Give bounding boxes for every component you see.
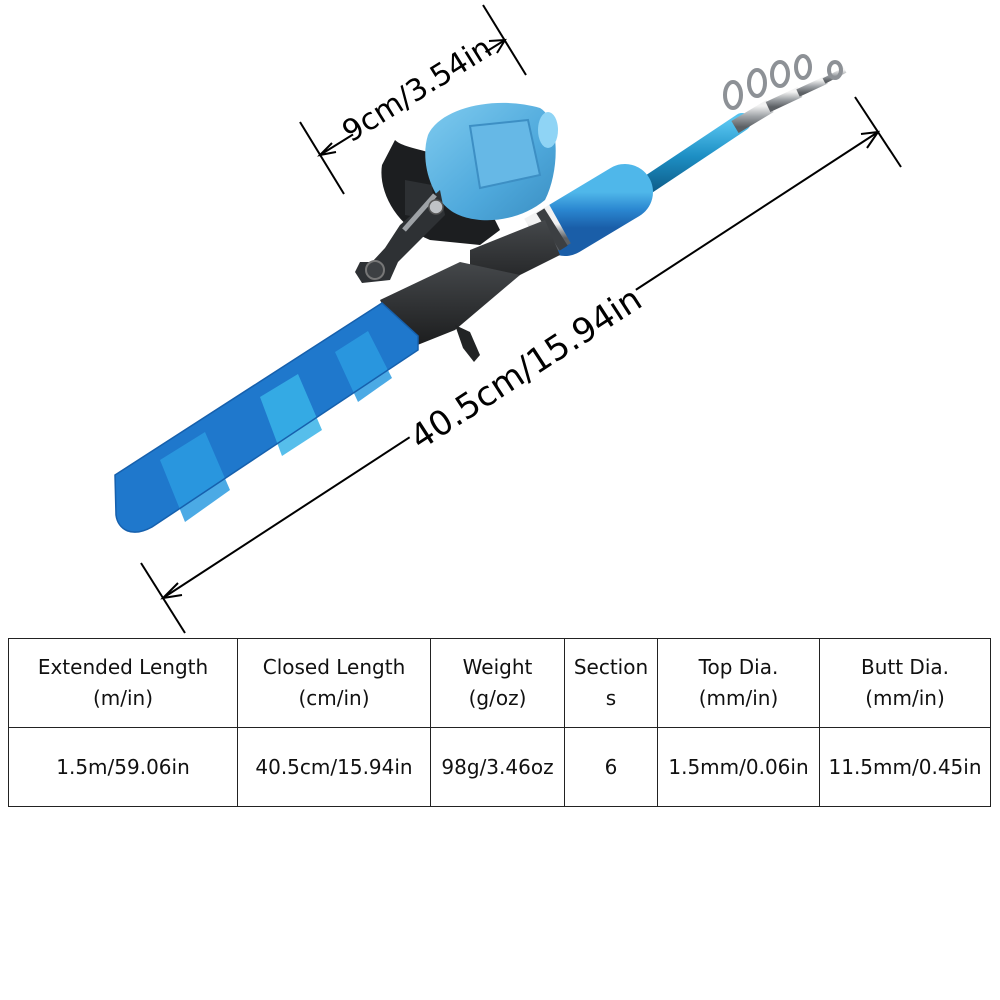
header-top-dia-line1: Top Dia. <box>698 655 779 679</box>
header-butt-dia: Butt Dia. (mm/in) <box>819 638 991 728</box>
header-closed-length: Closed Length (cm/in) <box>237 638 431 728</box>
value-top-dia: 1.5mm/0.06in <box>657 727 820 807</box>
rod-blank <box>631 67 847 199</box>
header-extended-length: Extended Length (m/in) <box>8 638 238 728</box>
value-sections: 6 <box>564 727 658 807</box>
value-butt-dia: 11.5mm/0.45in <box>819 727 991 807</box>
header-extended-length-line1: Extended Length <box>37 655 209 679</box>
header-sections-line2: s <box>605 686 617 710</box>
spec-value-row: 1.5m/59.06in 40.5cm/15.94in 98g/3.46oz 6… <box>8 727 991 807</box>
header-closed-length-line2: (cm/in) <box>298 686 370 710</box>
header-weight-line2: (g/oz) <box>468 686 527 710</box>
rear-grip <box>114 302 419 533</box>
header-top-dia: Top Dia. (mm/in) <box>657 638 820 728</box>
header-butt-dia-line1: Butt Dia. <box>860 655 949 679</box>
value-closed-length: 40.5cm/15.94in <box>237 727 431 807</box>
header-sections: Section s <box>564 638 658 728</box>
rod-guides <box>723 54 843 110</box>
product-figure: 9cm/3.54in 40.5cm/15.94in <box>114 4 902 634</box>
value-extended-length: 1.5m/59.06in <box>8 727 238 807</box>
header-closed-length-line1: Closed Length <box>262 655 406 679</box>
header-weight-line1: Weight <box>462 655 533 679</box>
spincast-reel <box>355 102 558 283</box>
header-sections-line1: Section <box>573 655 649 679</box>
header-weight: Weight (g/oz) <box>430 638 565 728</box>
handle-body <box>380 220 560 362</box>
spec-header-row: Extended Length (m/in) Closed Length (cm… <box>8 638 991 728</box>
fore-grip <box>537 164 653 256</box>
value-weight: 98g/3.46oz <box>430 727 565 807</box>
header-extended-length-line2: (m/in) <box>92 686 154 710</box>
header-butt-dia-line2: (mm/in) <box>865 686 945 710</box>
spec-table: Extended Length (m/in) Closed Length (cm… <box>8 638 991 807</box>
header-top-dia-line2: (mm/in) <box>698 686 779 710</box>
